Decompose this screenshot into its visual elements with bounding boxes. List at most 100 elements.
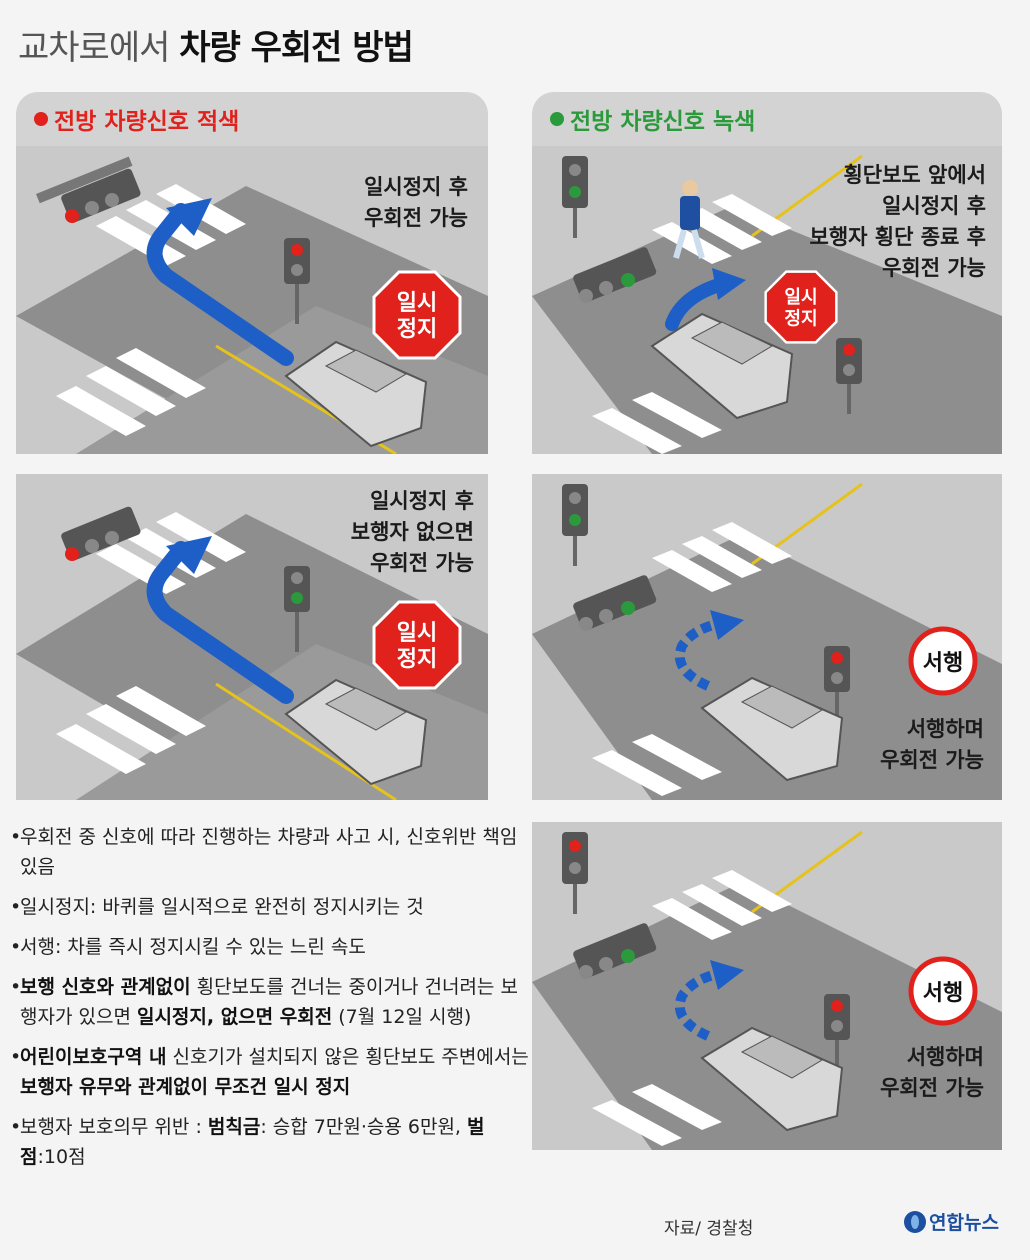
slow-turn-arrow-icon bbox=[674, 619, 719, 691]
traffic-light-green-vertical-icon bbox=[562, 484, 588, 566]
caption-line: 서행하며 bbox=[906, 717, 984, 741]
traffic-light-green-icon bbox=[573, 247, 657, 303]
car-icon bbox=[650, 312, 794, 420]
scene-green-slow-turn-2: 서행 서행하며 우회전 가능 bbox=[532, 822, 1002, 1150]
slow-sign-text: 서행 bbox=[923, 651, 963, 676]
note-item: •보행 신호와 관계없이 횡단보도를 건너는 중이거나 건너려는 보행자가 있으… bbox=[10, 972, 530, 1032]
scene-green-pedestrian-crossing: 횡단보도 앞에서 일시정지 후 보행자 횡단 종료 후 우회전 가능 일시 정지 bbox=[532, 146, 1002, 454]
note-text: 우회전 중 신호에 따라 진행하는 차량과 사고 시, 신호위반 책임 있음 bbox=[20, 822, 530, 882]
note-text: 보행자 보호의무 위반 : 범칙금: 승합 7만원·승용 6만원, 벌점:10점 bbox=[20, 1112, 530, 1172]
note-item: •서행: 차를 즉시 정지시킬 수 있는 느린 속도 bbox=[10, 932, 530, 962]
traffic-light-green-icon bbox=[573, 923, 657, 979]
note-item: •보행자 보호의무 위반 : 범칙금: 승합 7만원·승용 6만원, 벌점:10… bbox=[10, 1112, 530, 1172]
note-text: 일시정지: 바퀴를 일시적으로 완전히 정지시키는 것 bbox=[20, 892, 424, 922]
traffic-light-red-vertical-icon bbox=[562, 832, 588, 914]
car-icon bbox=[700, 676, 844, 782]
note-emphasis: 범칙금 bbox=[207, 1116, 261, 1138]
note-segment: : 승합 7만원·승용 6만원, bbox=[260, 1116, 467, 1138]
note-emphasis: 벌점 bbox=[20, 1116, 485, 1168]
red-dot-icon bbox=[34, 112, 48, 126]
caption-green-top: 횡단보도 앞에서 일시정지 후 보행자 횡단 종료 후 우회전 가능 bbox=[810, 160, 987, 284]
caption-line: 우회전 가능 bbox=[880, 1076, 984, 1100]
column-header-green-signal: 전방 차량신호 녹색 bbox=[532, 92, 1002, 146]
traffic-light-green-vertical-icon bbox=[562, 156, 588, 238]
note-text: 서행: 차를 즉시 정지시킬 수 있는 느린 속도 bbox=[20, 932, 366, 962]
note-item: •우회전 중 신호에 따라 진행하는 차량과 사고 시, 신호위반 책임 있음 bbox=[10, 822, 530, 882]
traffic-light-red-icon bbox=[61, 168, 141, 223]
intersection-illustration bbox=[16, 146, 488, 454]
turn-arrow-icon bbox=[146, 541, 294, 704]
caption-line: 횡단보도 앞에서 bbox=[843, 163, 986, 187]
stop-sign-line1: 일시 bbox=[784, 287, 817, 308]
pedestrian-light-red-icon bbox=[284, 238, 310, 324]
intersection-illustration bbox=[16, 474, 488, 800]
scene-red-check-pedestrian: 일시정지 후 보행자 없으면 우회전 가능 일시 정지 bbox=[16, 474, 488, 800]
note-segment: 보행자 보호의무 위반 : bbox=[20, 1116, 208, 1138]
logo-text: 연합뉴스 bbox=[929, 1212, 999, 1234]
note-segment: 서행: 차를 즉시 정지시킬 수 있는 느린 속도 bbox=[20, 936, 366, 958]
car-icon bbox=[700, 1026, 844, 1132]
column-header-red-label: 전방 차량신호 적색 bbox=[54, 109, 240, 135]
turn-arrow-icon bbox=[146, 203, 294, 366]
note-segment: (7월 12일 시행) bbox=[332, 1006, 472, 1028]
slow-turn-arrow-icon bbox=[674, 969, 719, 1041]
notes-list: •우회전 중 신호에 따라 진행하는 차량과 사고 시, 신호위반 책임 있음•… bbox=[10, 822, 530, 1182]
scene-red-stop-turn: 일시정지 후 우회전 가능 일시 정지 bbox=[16, 146, 488, 454]
bullet-icon: • bbox=[10, 896, 22, 918]
column-header-green-label: 전방 차량신호 녹색 bbox=[570, 109, 756, 135]
caption-line: 우회전 가능 bbox=[370, 551, 474, 575]
pedestrian-light-red-icon bbox=[836, 338, 862, 414]
note-segment: 일시정지: 바퀴를 일시적으로 완전히 정지시키는 것 bbox=[20, 896, 424, 918]
caption-line: 우회전 가능 bbox=[364, 206, 468, 230]
caption-line: 우회전 가능 bbox=[882, 256, 986, 280]
caption-line: 보행자 횡단 종료 후 bbox=[809, 225, 987, 249]
caption-line: 일시정지 후 bbox=[882, 194, 986, 218]
title-light: 교차로에서 bbox=[18, 28, 170, 68]
title-bold: 차량 우회전 방법 bbox=[179, 28, 414, 68]
slow-sign-icon: 서행 bbox=[908, 956, 978, 1026]
slow-sign-icon: 서행 bbox=[908, 626, 978, 696]
note-text: 보행 신호와 관계없이 횡단보도를 건너는 중이거나 건너려는 보행자가 있으면… bbox=[20, 972, 530, 1032]
caption-line: 우회전 가능 bbox=[880, 748, 984, 772]
note-item: •일시정지: 바퀴를 일시적으로 완전히 정지시키는 것 bbox=[10, 892, 530, 922]
infographic-title: 교차로에서 차량 우회전 방법 bbox=[18, 20, 414, 69]
pedestrian-light-red-icon bbox=[824, 646, 850, 722]
intersection-illustration bbox=[532, 474, 1002, 800]
stop-sign-icon: 일시 정지 bbox=[372, 600, 462, 690]
note-text: 어린이보호구역 내 신호기가 설치되지 않은 횡단보도 주변에서는 보행자 유무… bbox=[20, 1042, 530, 1102]
yonhap-logo: 연합뉴스 bbox=[904, 1208, 999, 1235]
bullet-icon: • bbox=[10, 826, 22, 848]
caption-green-mid: 서행하며 우회전 가능 bbox=[880, 714, 984, 776]
caption-line: 일시정지 후 bbox=[370, 489, 474, 513]
bullet-icon: • bbox=[10, 936, 22, 958]
slow-sign-text: 서행 bbox=[923, 981, 963, 1006]
traffic-light-red-icon bbox=[61, 506, 141, 561]
note-emphasis: 어린이보호구역 내 bbox=[20, 1046, 167, 1068]
note-segment: 신호기가 설치되지 않은 횡단보도 주변에서는 bbox=[166, 1046, 529, 1068]
green-dot-icon bbox=[550, 112, 564, 126]
source-credit: 자료/ 경찰청 bbox=[664, 1219, 754, 1239]
turn-arrow-icon bbox=[665, 277, 729, 331]
intersection-illustration bbox=[532, 822, 1002, 1150]
caption-line: 일시정지 후 bbox=[364, 175, 468, 199]
pedestrian-icon bbox=[673, 180, 705, 259]
pedestrian-light-green-icon bbox=[284, 566, 310, 652]
note-emphasis: 보행자 유무와 관계없이 무조건 일시 정지 bbox=[20, 1076, 351, 1098]
stop-sign-icon: 일시 정지 bbox=[764, 270, 838, 344]
column-header-red-signal: 전방 차량신호 적색 bbox=[16, 92, 488, 146]
note-segment: 우회전 중 신호에 따라 진행하는 차량과 사고 시, 신호위반 책임 있음 bbox=[20, 826, 518, 878]
pedestrian-light-red-icon bbox=[824, 994, 850, 1070]
bullet-icon: • bbox=[10, 1116, 22, 1138]
note-item: •어린이보호구역 내 신호기가 설치되지 않은 횡단보도 주변에서는 보행자 유… bbox=[10, 1042, 530, 1102]
note-segment: :10점 bbox=[37, 1146, 86, 1168]
scene-green-slow-turn: 서행 서행하며 우회전 가능 bbox=[532, 474, 1002, 800]
stop-sign-line2: 정지 bbox=[397, 317, 437, 342]
car-icon bbox=[284, 678, 428, 786]
bullet-icon: • bbox=[10, 976, 22, 998]
stop-sign-line1: 일시 bbox=[397, 621, 437, 646]
caption-red-top: 일시정지 후 우회전 가능 bbox=[364, 172, 468, 234]
note-emphasis: 보행 신호와 관계없이 bbox=[20, 976, 191, 998]
bullet-icon: • bbox=[10, 1046, 22, 1068]
stop-sign-line2: 정지 bbox=[397, 647, 437, 672]
stop-sign-line1: 일시 bbox=[397, 291, 437, 316]
